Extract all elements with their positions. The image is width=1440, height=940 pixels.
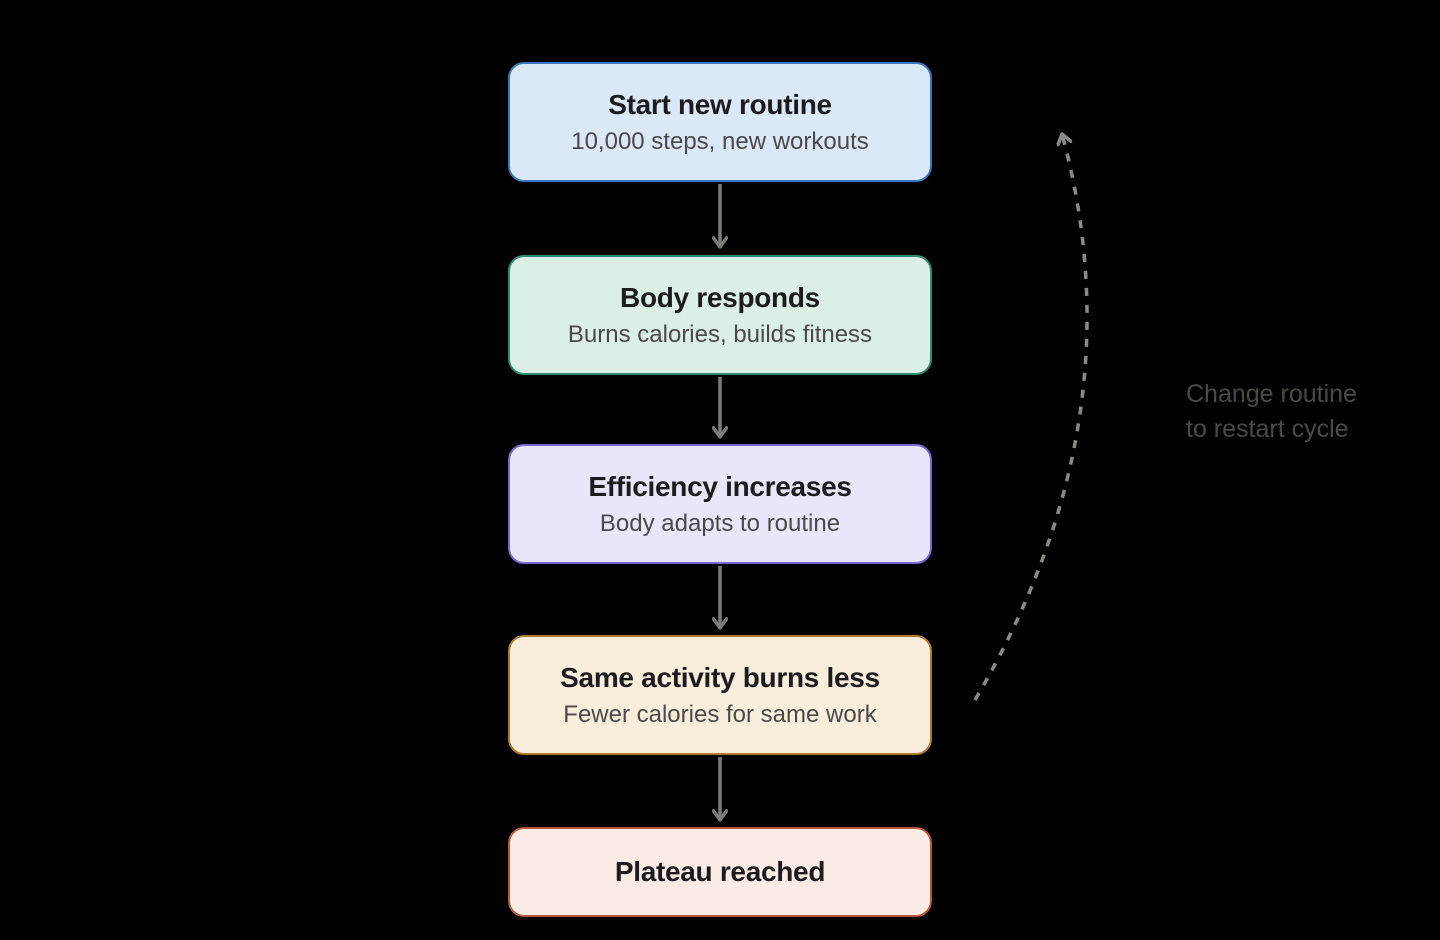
flow-node-same-activity-burns-less: Same activity burns less Fewer calories …	[508, 635, 932, 755]
loop-annotation-line1: Change routine	[1186, 380, 1357, 408]
node-subtitle: Burns calories, builds fitness	[567, 320, 873, 348]
node-title: Efficiency increases	[588, 470, 852, 502]
node-title: Start new routine	[608, 88, 832, 120]
loop-annotation: Change routine to restart cycle	[1186, 377, 1357, 447]
node-title: Body responds	[620, 281, 820, 313]
node-title: Same activity burns less	[560, 661, 880, 693]
loop-annotation-line2: to restart cycle	[1186, 415, 1349, 443]
flow-node-body-responds: Body responds Burns calories, builds fit…	[508, 255, 932, 375]
flow-node-efficiency-increases: Efficiency increases Body adapts to rout…	[508, 444, 932, 564]
flow-node-start-new-routine: Start new routine 10,000 steps, new work…	[508, 62, 932, 182]
node-subtitle: 10,000 steps, new workouts	[571, 127, 869, 155]
loop-back-arrow	[973, 134, 1089, 701]
node-subtitle: Fewer calories for same work	[563, 700, 877, 728]
flow-node-plateau-reached: Plateau reached	[508, 827, 932, 917]
node-title: Plateau reached	[614, 855, 826, 887]
node-subtitle: Body adapts to routine	[599, 509, 841, 537]
